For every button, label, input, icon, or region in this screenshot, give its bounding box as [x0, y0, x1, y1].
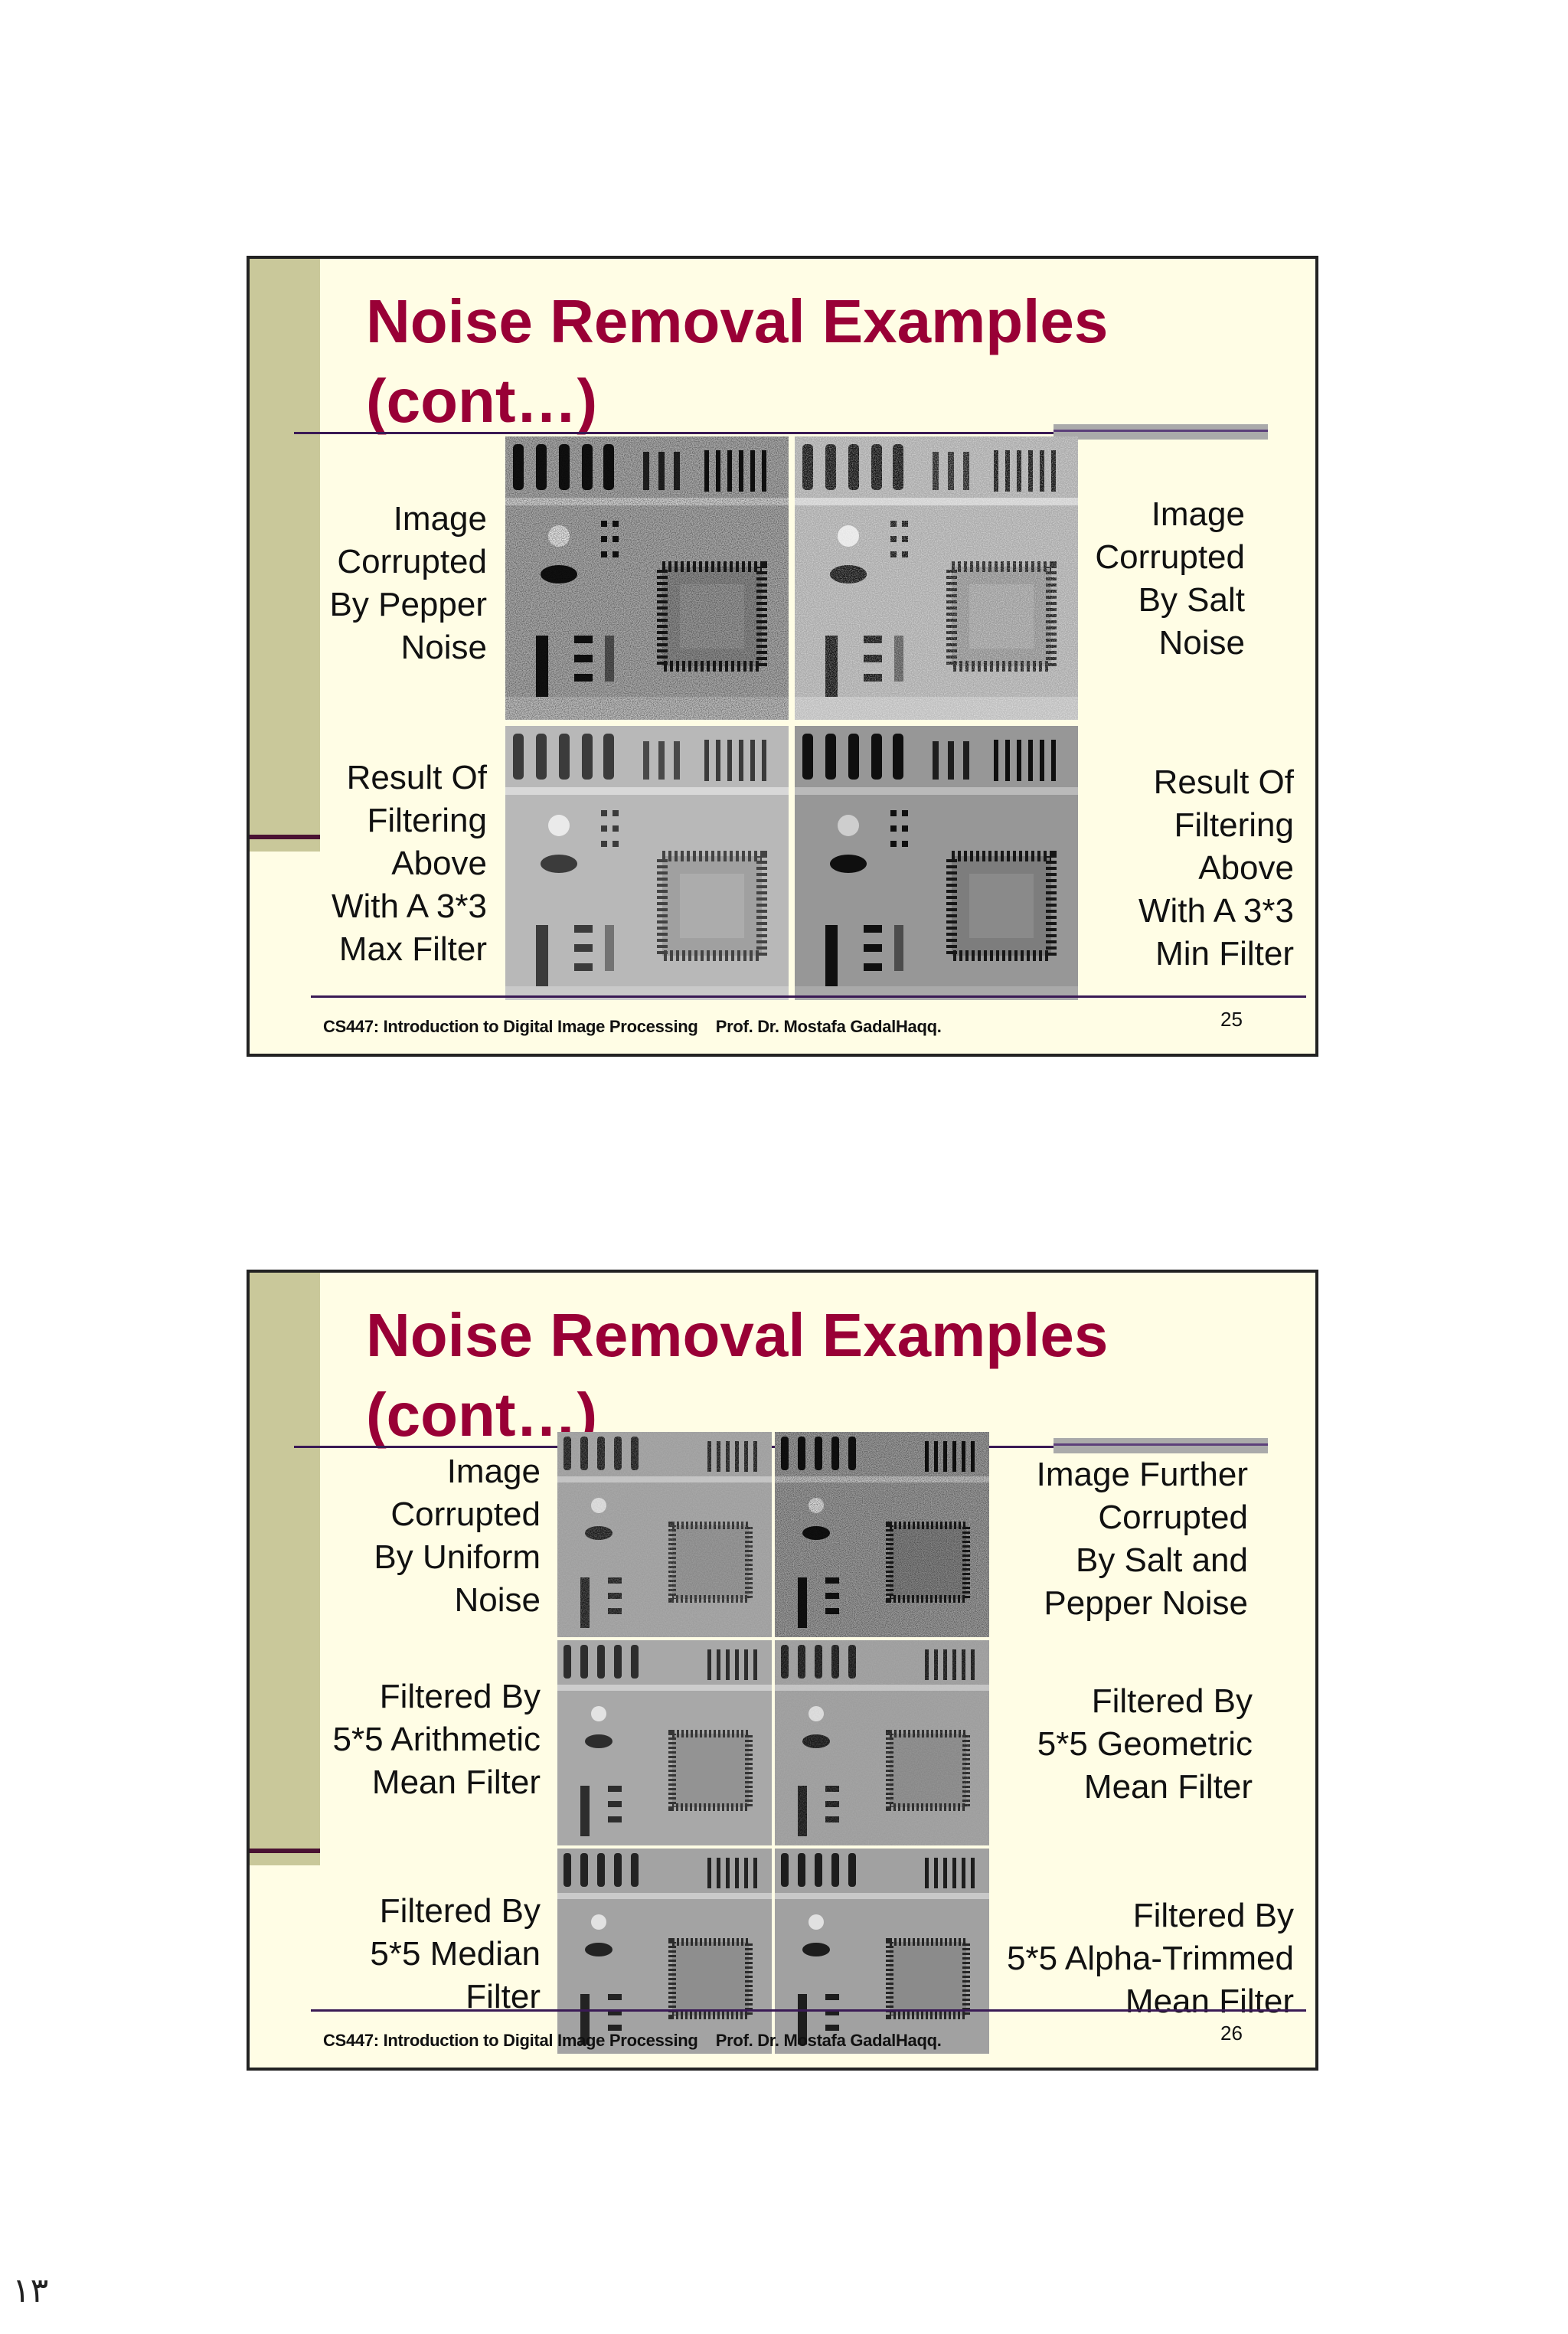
page-number: ١٣: [12, 2271, 49, 2310]
label-alpha-trimmed: Filtered By 5*5 Alpha-Trimmed Mean Filte…: [1007, 1897, 1294, 2020]
footer-rule: [311, 995, 1306, 998]
footer-course: CS447: Introduction to Digital Image Pro…: [323, 1017, 698, 1036]
label-median-filter: Filtered By 5*5 Median Filter: [370, 1892, 541, 2015]
slide-25: Noise Removal Examples (cont…): [247, 256, 1318, 1057]
label-salt-pepper-noise: Image Further Corrupted By Salt and Pepp…: [1036, 1456, 1248, 1622]
label-min-filter: Result Of Filtering Above With A 3*3 Min…: [1138, 763, 1294, 972]
footer-text: CS447: Introduction to Digital Image Pro…: [323, 1017, 942, 1037]
accent-bar: [1054, 424, 1268, 440]
footer-text: CS447: Introduction to Digital Image Pro…: [323, 2031, 942, 2051]
footer-author: Prof. Dr. Mostafa GadalHaqq.: [715, 1017, 942, 1036]
label-max-filter: Result Of Filtering Above With A 3*3 Max…: [331, 759, 487, 968]
footer-rule: [311, 2009, 1306, 2012]
label-geometric-mean: Filtered By 5*5 Geometric Mean Filter: [1037, 1682, 1253, 1806]
sidebar-end-bar: [250, 835, 320, 839]
slide-26: Noise Removal Examples (cont…): [247, 1270, 1318, 2071]
xray-image-grid: [502, 433, 1078, 1000]
sidebar-decoration: [250, 259, 320, 852]
slide-number: 25: [1220, 1008, 1243, 1031]
slide-title: Noise Removal Examples (cont…): [366, 287, 1109, 435]
label-pepper-noise: Image Corrupted By Pepper Noise: [329, 500, 487, 666]
sidebar-end-bar: [250, 1849, 320, 1853]
label-arithmetic-mean: Filtered By 5*5 Arithmetic Mean Filter: [332, 1678, 541, 1801]
label-uniform-noise: Image Corrupted By Uniform Noise: [374, 1453, 541, 1619]
sidebar-decoration: [250, 1273, 320, 1865]
footer-author: Prof. Dr. Mostafa GadalHaqq.: [715, 2031, 942, 2050]
label-salt-noise: Image Corrupted By Salt Noise: [1095, 495, 1245, 662]
xray-image-grid: [554, 1429, 992, 2057]
slide-number: 26: [1220, 2022, 1243, 2045]
footer-course: CS447: Introduction to Digital Image Pro…: [323, 2031, 698, 2050]
title-rule: [294, 432, 1060, 434]
accent-bar: [1054, 1438, 1268, 1453]
